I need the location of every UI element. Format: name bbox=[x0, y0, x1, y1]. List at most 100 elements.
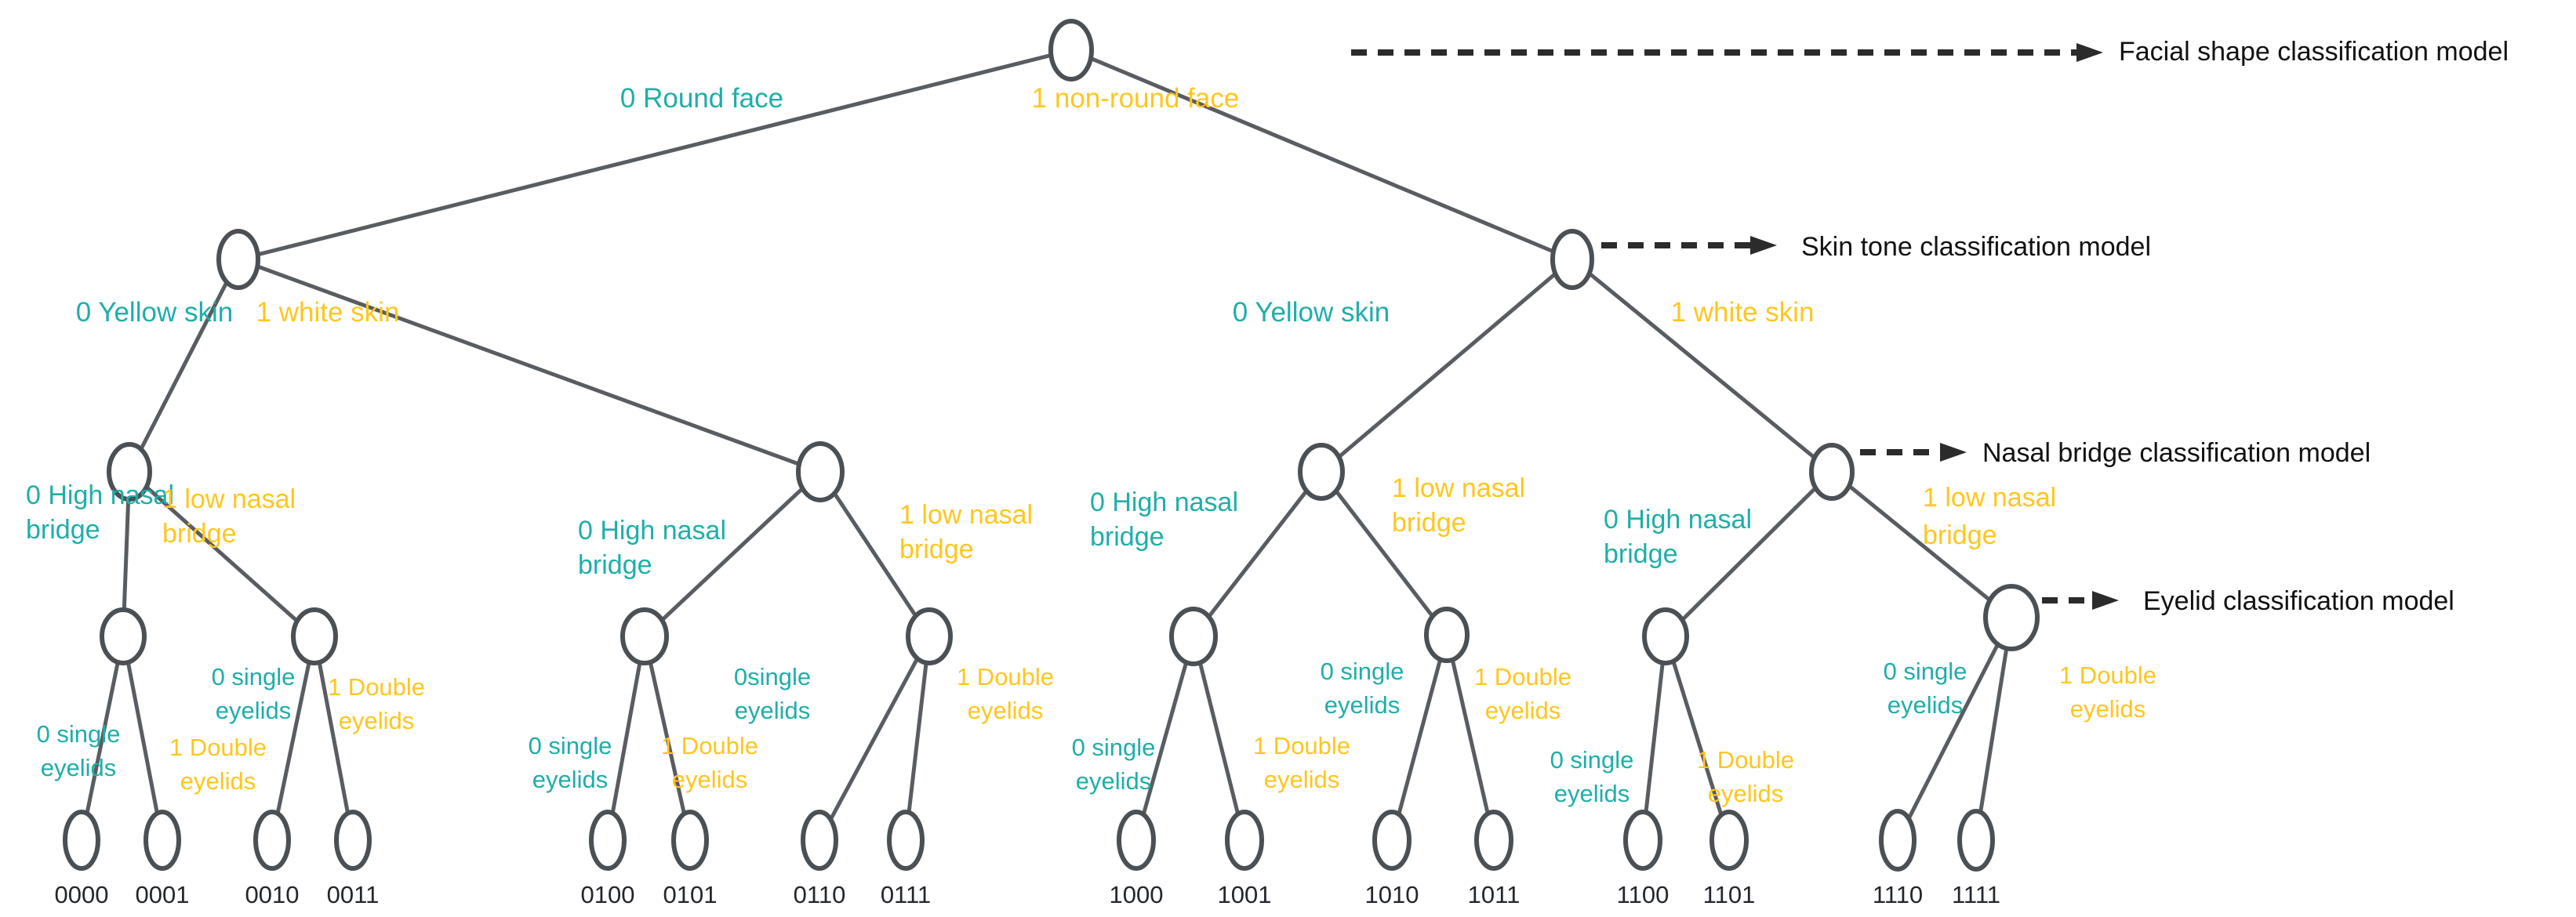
leaf-label-0010: 0010 bbox=[245, 881, 300, 908]
tree-edge-labels: 0 Round face 1 non-round face 0 Yellow ski… bbox=[26, 83, 2156, 807]
edge-nasal2-eyelid3 bbox=[643, 470, 822, 638]
edge-eyelid3-L5 bbox=[642, 636, 692, 841]
edge-skinL-nasal2 bbox=[238, 257, 821, 474]
leaf-node-0010 bbox=[253, 810, 291, 871]
leaf-node-1110 bbox=[1879, 809, 1917, 872]
edge-nasal4-eyelid7 bbox=[1664, 470, 1833, 638]
edge-eyelid4-L7 bbox=[903, 636, 932, 841]
leaf-node-1000 bbox=[1117, 810, 1156, 871]
edge-skinL-nasal1 bbox=[127, 258, 241, 473]
annotation-nasal-bridge-label: Nasal bridge classification model bbox=[1982, 438, 2371, 468]
leaf-label-1001: 1001 bbox=[1218, 881, 1272, 908]
edge-eyelid4-L6 bbox=[817, 635, 932, 842]
edge-nasal1-eyelid2 bbox=[128, 470, 316, 638]
leaf-node-0110 bbox=[801, 810, 838, 871]
node-skin-right bbox=[1550, 229, 1594, 290]
leaf-label-0101: 0101 bbox=[663, 881, 718, 908]
node-eyelid-3 bbox=[620, 607, 669, 665]
leaf-label-0011: 0011 bbox=[327, 881, 380, 908]
edge-eyelid2-L2 bbox=[270, 636, 317, 841]
node-eyelid-7 bbox=[1642, 607, 1689, 665]
annotation-nasal-bridge-arrowhead-icon bbox=[1940, 443, 1967, 462]
edge-skinR-nasal4 bbox=[1571, 258, 1833, 473]
leaf-label-1101: 1101 bbox=[1703, 881, 1756, 908]
tree-nodes bbox=[63, 19, 2040, 872]
node-skin-left bbox=[216, 229, 260, 290]
edge-nasal3-eyelid6 bbox=[1320, 470, 1448, 636]
node-eyelid-8 bbox=[1983, 584, 2040, 651]
edge-label-non-round-face: 1 non-round face bbox=[1032, 83, 1240, 114]
leaf-node-1010 bbox=[1372, 810, 1412, 871]
edge-label-yellow-skin-left: 0 Yellow skin bbox=[76, 297, 233, 328]
leaf-node-1100 bbox=[1623, 810, 1662, 871]
edge-eyelid6-L11 bbox=[1444, 634, 1496, 841]
annotation-facial-shape-label: Facial shape classification model bbox=[2119, 37, 2509, 67]
edge-eyelid1-L0 bbox=[79, 636, 125, 841]
node-nasal-1 bbox=[107, 442, 152, 502]
node-eyelid-6 bbox=[1424, 607, 1470, 663]
node-nasal-2 bbox=[796, 441, 845, 502]
node-nasal-3 bbox=[1298, 443, 1345, 501]
edge-eyelid5-L8 bbox=[1134, 636, 1196, 841]
leaf-node-0011 bbox=[334, 810, 372, 871]
leaf-label-1110: 1110 bbox=[1873, 881, 1923, 908]
edge-nasal4-eyelid8 bbox=[1830, 470, 2013, 619]
edge-root-skinL bbox=[238, 48, 1072, 262]
edge-eyelid8-L15 bbox=[1974, 617, 2014, 841]
leaf-label-0110: 0110 bbox=[794, 881, 846, 908]
leaf-node-1001 bbox=[1225, 810, 1264, 871]
leaf-node-0001 bbox=[144, 810, 181, 871]
annotation-eyelid-label: Eyelid classification model bbox=[2143, 586, 2454, 616]
leaf-node-1011 bbox=[1474, 810, 1513, 871]
annotation-facial-shape-arrowhead-icon bbox=[2076, 43, 2103, 62]
node-eyelid-1 bbox=[100, 607, 147, 665]
edge-label-round-face: 0 Round face bbox=[620, 83, 783, 114]
edge-eyelid8-L14 bbox=[1895, 616, 2014, 842]
edge-eyelid3-L4 bbox=[605, 636, 647, 841]
edge-eyelid7-L13 bbox=[1663, 636, 1731, 841]
leaf-label-0001: 0001 bbox=[136, 881, 190, 908]
node-facial-shape-root bbox=[1048, 19, 1094, 82]
annotation-skin-tone-label: Skin tone classification model bbox=[1801, 232, 2151, 262]
node-eyelid-5 bbox=[1169, 607, 1218, 666]
tree-edges bbox=[79, 48, 2014, 842]
edge-eyelid6-L10 bbox=[1390, 634, 1449, 841]
edge-eyelid7-L12 bbox=[1640, 636, 1668, 841]
leaf-label-1000: 1000 bbox=[1110, 881, 1164, 908]
node-eyelid-4 bbox=[906, 607, 953, 665]
edge-nasal2-eyelid4 bbox=[818, 470, 932, 638]
node-eyelid-2 bbox=[291, 607, 338, 665]
leaf-node-0111 bbox=[887, 810, 925, 871]
leaf-node-1101 bbox=[1709, 810, 1749, 871]
edge-label-white-skin-right: 1 white skin bbox=[1671, 297, 1815, 328]
leaf-label-0111: 0111 bbox=[881, 881, 931, 908]
leaf-label-0100: 0100 bbox=[581, 881, 635, 908]
edge-nasal3-eyelid5 bbox=[1192, 470, 1323, 638]
edge-skinR-nasal3 bbox=[1320, 258, 1574, 473]
